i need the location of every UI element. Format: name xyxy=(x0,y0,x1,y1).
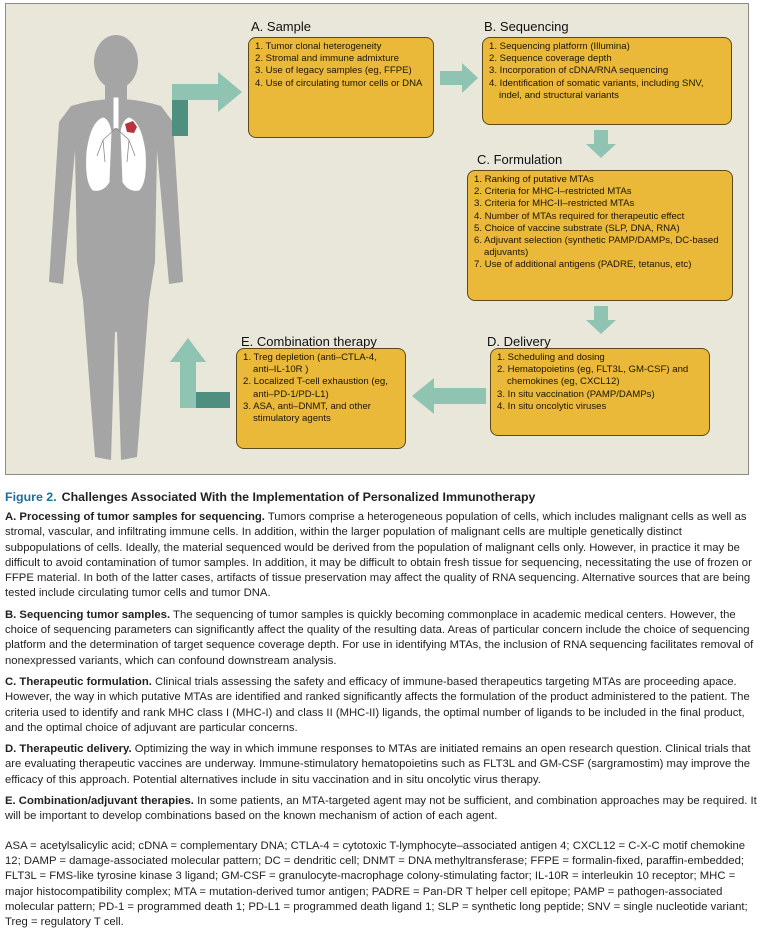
figure-title: Figure 2. Challenges Associated With the … xyxy=(5,490,757,504)
paragraph-text: Clinical trials assessing the safety and… xyxy=(5,675,750,734)
diagram-panel: A. Sample B. Sequencing C. Formulation D… xyxy=(5,3,749,475)
delivery-item: 4. In situ oncolytic viruses xyxy=(497,400,607,412)
sequencing-title: B. Sequencing xyxy=(484,19,569,34)
paragraph-text: Optimizing the way in which immune respo… xyxy=(5,743,751,786)
sample-title: A. Sample xyxy=(251,19,311,34)
formulation-item: 3. Criteria for MHC-II–restricted MTAs xyxy=(474,198,635,210)
sequencing-item: 2. Sequence coverage depth xyxy=(489,53,612,65)
delivery-box: 1. Scheduling and dosing 2. Hematopoieti… xyxy=(490,348,710,436)
caption-paragraph-a: A. Processing of tumor samples for seque… xyxy=(5,510,757,602)
caption-paragraph-b: B. Sequencing tumor samples. The sequenc… xyxy=(5,608,757,669)
caption-paragraph-d: D. Therapeutic delivery. Optimizing the … xyxy=(5,742,757,788)
sequencing-item: 4. Identification of somatic variants, i… xyxy=(489,77,704,101)
paragraph-text: Tumors comprise a heterogeneous populati… xyxy=(5,511,752,600)
caption-area: Figure 2. Challenges Associated With the … xyxy=(5,490,757,930)
delivery-item: 2. Hematopoietins (eg, FLT3L, GM-CSF) an… xyxy=(497,364,689,388)
formulation-item: 6. Adjuvant selection (synthetic PAMP/DA… xyxy=(474,235,719,259)
sample-item: 4. Use of circulating tumor cells or DNA xyxy=(255,77,423,89)
arrow-formulation-to-delivery-icon xyxy=(586,306,616,334)
formulation-title: C. Formulation xyxy=(477,152,563,167)
combination-title: E. Combination therapy xyxy=(241,334,377,349)
abbreviations-list: ASA = acetylsalicylic acid; cDNA = compl… xyxy=(5,839,748,929)
arrow-sample-to-sequencing-icon xyxy=(440,63,478,93)
arrow-combination-to-body-icon xyxy=(170,338,230,408)
sample-item: 1. Tumor clonal heterogeneity xyxy=(255,41,382,52)
formulation-item: 7. Use of additional antigens (PADRE, te… xyxy=(474,259,692,271)
delivery-item: 1. Scheduling and dosing xyxy=(497,352,605,363)
arrow-body-to-sample-icon xyxy=(172,72,242,136)
figure-title-text: Challenges Associated With the Implement… xyxy=(61,490,536,504)
sample-box: 1. Tumor clonal heterogeneity 2. Stromal… xyxy=(248,37,434,138)
formulation-item: 4. Number of MTAs required for therapeut… xyxy=(474,210,685,222)
sequencing-item: 3. Incorporation of cDNA/RNA sequencing xyxy=(489,65,669,77)
paragraph-text: The sequencing of tumor samples is quick… xyxy=(5,608,754,667)
paragraph-heading: A. Processing of tumor samples for seque… xyxy=(5,511,265,523)
formulation-item: 2. Criteria for MHC-I–restricted MTAs xyxy=(474,186,632,198)
formulation-box: 1. Ranking of putative MTAs 2. Criteria … xyxy=(467,170,733,301)
caption-paragraph-c: C. Therapeutic formulation. Clinical tri… xyxy=(5,675,757,736)
paragraph-heading: B. Sequencing tumor samples. xyxy=(5,608,171,621)
formulation-item: 5. Choice of vaccine substrate (SLP, DNA… xyxy=(474,222,680,234)
arrow-sequencing-to-formulation-icon xyxy=(586,130,616,158)
paragraph-heading: E. Combination/adjuvant therapies. xyxy=(5,795,194,808)
combination-item: 2. Localized T-cell exhaustion (eg, anti… xyxy=(243,376,388,400)
combination-box: 1. Treg depletion (anti–CTLA-4, anti–IL-… xyxy=(236,348,406,449)
arrow-delivery-to-combination-icon xyxy=(412,378,486,414)
sequencing-item: 1. Sequencing platform (Illumina) xyxy=(489,41,630,52)
sample-item: 3. Use of legacy samples (eg, FFPE) xyxy=(255,65,412,77)
combination-item: 3. ASA, anti–DNMT, and other stimulatory… xyxy=(243,400,371,425)
paragraph-heading: D. Therapeutic delivery. xyxy=(5,743,132,756)
delivery-title: D. Delivery xyxy=(487,334,551,349)
figure-number: Figure 2. xyxy=(5,490,57,504)
tumor-icon xyxy=(125,121,137,133)
paragraph-text: In some patients, an MTA-targeted agent … xyxy=(5,795,757,823)
sample-item: 2. Stromal and immune admixture xyxy=(255,53,399,65)
human-body-icon xyxy=(49,35,183,460)
delivery-item: 3. In situ vaccination (PAMP/DAMPs) xyxy=(497,388,655,400)
sequencing-box: 1. Sequencing platform (Illumina) 2. Seq… xyxy=(482,37,732,125)
caption-paragraph-e: E. Combination/adjuvant therapies. In so… xyxy=(5,794,757,825)
paragraph-heading: C. Therapeutic formulation. xyxy=(5,675,152,688)
combination-item: 1. Treg depletion (anti–CTLA-4, anti–IL-… xyxy=(243,352,377,376)
formulation-item: 1. Ranking of putative MTAs xyxy=(474,174,594,185)
